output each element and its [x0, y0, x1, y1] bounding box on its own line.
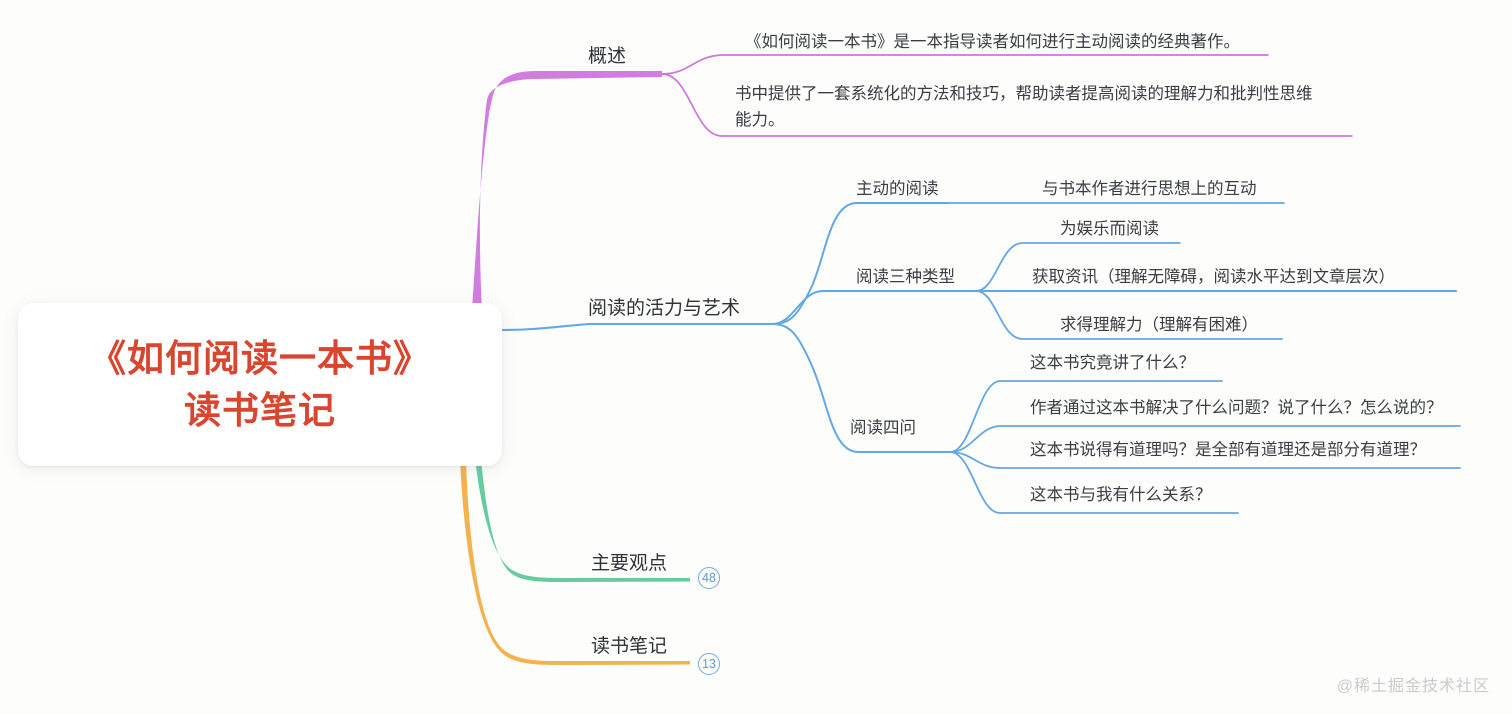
root-title-line-1: 《如何阅读一本书》 [89, 338, 431, 380]
node-overview[interactable]: 概述 [588, 41, 626, 68]
node-three-types-label: 阅读三种类型 [856, 268, 955, 286]
node-four-questions-label: 阅读四问 [850, 419, 916, 437]
node-overview-child-2-label-a: 书中提供了一套系统化的方法和技巧，帮助读者提高阅读的理解力和批判性思维 [735, 84, 1313, 103]
node-four-questions-child-1[interactable]: 这本书究竟讲了什么？ [1030, 349, 1195, 373]
node-four-questions-child-3[interactable]: 这本书说得有道理吗？是全部有道理还是部分有道理？ [1030, 436, 1426, 460]
node-overview-child-2[interactable]: 书中提供了一套系统化的方法和技巧，帮助读者提高阅读的理解力和批判性思维 能力。 [735, 82, 1365, 133]
node-four-questions-child-4-label: 这本书与我有什么关系？ [1030, 486, 1212, 504]
node-four-questions[interactable]: 阅读四问 [850, 414, 916, 438]
badge-main-points-count[interactable]: 48 [698, 567, 720, 589]
node-three-types-child-2[interactable]: 获取资讯（理解无障碍，阅读水平达到文章层次） [1032, 263, 1395, 287]
node-overview-label: 概述 [588, 46, 627, 67]
node-three-types-child-3-label: 求得理解力（理解有困难） [1060, 316, 1258, 334]
edge-root-to-overview [472, 71, 662, 310]
node-reading-art[interactable]: 阅读的活力与艺术 [588, 293, 740, 320]
node-active-reading-child-1-label: 与书本作者进行思想上的互动 [1042, 180, 1257, 198]
node-active-reading-child-1[interactable]: 与书本作者进行思想上的互动 [1042, 175, 1257, 199]
root-node[interactable]: 《如何阅读一本书》 读书笔记 [18, 303, 502, 466]
node-four-questions-child-2[interactable]: 作者通过这本书解决了什么问题？说了什么？怎么说的？ [1030, 394, 1443, 418]
node-main-points-label: 主要观点 [591, 553, 668, 574]
root-title-line-2: 读书笔记 [184, 389, 336, 431]
node-three-types-child-1[interactable]: 为娱乐而阅读 [1060, 215, 1159, 239]
badge-main-points-count-value: 48 [702, 570, 716, 585]
node-four-questions-child-4[interactable]: 这本书与我有什么关系？ [1030, 481, 1212, 505]
node-overview-child-1-label: 《如何阅读一本书》是一本指导读者如何进行主动阅读的经典著作。 [745, 33, 1240, 51]
node-three-types-child-1-label: 为娱乐而阅读 [1060, 220, 1159, 238]
node-four-questions-child-1-label: 这本书究竟讲了什么？ [1030, 354, 1195, 372]
node-reading-art-label: 阅读的活力与艺术 [588, 298, 741, 319]
node-active-reading[interactable]: 主动的阅读 [856, 175, 939, 199]
node-three-types[interactable]: 阅读三种类型 [856, 263, 955, 287]
node-active-reading-label: 主动的阅读 [856, 180, 939, 198]
edge-overview-to-child-1 [661, 54, 1269, 75]
node-three-types-child-3[interactable]: 求得理解力（理解有困难） [1060, 311, 1258, 335]
node-overview-child-2-label-b: 能力。 [735, 110, 785, 129]
node-main-points[interactable]: 主要观点 [591, 548, 667, 575]
edge-root-to-reading-art [498, 322, 774, 332]
node-four-questions-child-3-label: 这本书说得有道理吗？是全部有道理还是部分有道理？ [1030, 441, 1426, 459]
node-four-questions-child-2-label: 作者通过这本书解决了什么问题？说了什么？怎么说的？ [1030, 399, 1443, 417]
node-reading-notes-label: 读书笔记 [591, 636, 668, 657]
watermark: @稀土掘金技术社区 [1336, 678, 1490, 695]
node-reading-notes[interactable]: 读书笔记 [591, 631, 667, 658]
node-three-types-child-2-label: 获取资讯（理解无障碍，阅读水平达到文章层次） [1032, 268, 1395, 286]
node-overview-child-1[interactable]: 《如何阅读一本书》是一本指导读者如何进行主动阅读的经典著作。 [745, 28, 1240, 52]
badge-reading-notes-count[interactable]: 13 [698, 653, 720, 675]
badge-reading-notes-count-value: 13 [702, 656, 716, 671]
